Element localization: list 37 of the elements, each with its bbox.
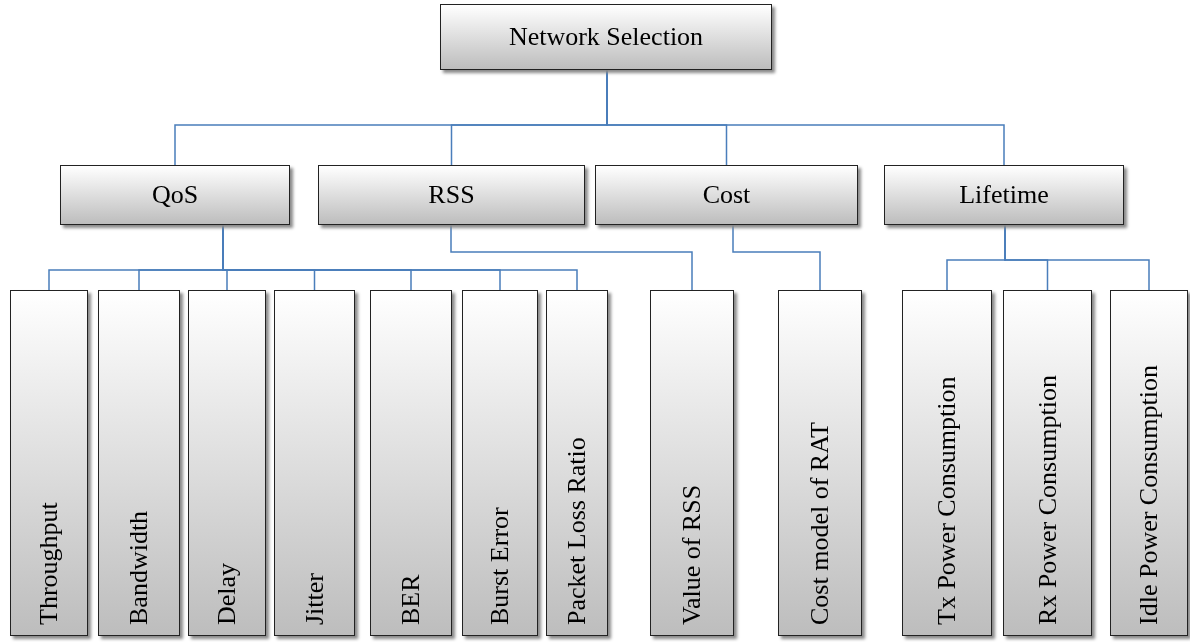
category-box — [884, 165, 1124, 225]
category-box — [595, 165, 858, 225]
category-box — [60, 165, 290, 225]
node-label: Idle Power Consumption — [1134, 365, 1164, 625]
node-label: Cost — [701, 180, 752, 210]
criterion-box — [546, 290, 608, 636]
node-label: Lifetime — [958, 180, 1050, 210]
node-label: Tx Power Consumption — [932, 376, 962, 625]
category-box — [440, 4, 772, 70]
node-label: Network Selection — [507, 22, 705, 52]
connector-line — [450, 224, 693, 291]
criterion-box — [1110, 290, 1188, 636]
category-box — [318, 165, 585, 225]
criterion-box — [98, 290, 180, 636]
node-label: Cost model of RAT — [805, 422, 835, 625]
node-label: Throughput — [34, 502, 64, 625]
criterion-box — [778, 290, 862, 636]
node-label: Rx Power Consumption — [1033, 375, 1062, 625]
node-label: Burst Error — [485, 507, 515, 625]
node-label: Delay — [212, 562, 242, 625]
node-label: Packet Loss Ratio — [562, 437, 592, 625]
connector-line — [732, 224, 821, 291]
criterion-box — [188, 290, 266, 636]
node-label: Bandwidth — [124, 510, 154, 625]
criterion-box — [274, 290, 355, 636]
criterion-box — [370, 290, 452, 636]
criterion-box — [650, 290, 734, 636]
node-label: BER — [396, 574, 426, 625]
node-label: Value of RSS — [677, 484, 707, 625]
connector-line — [1004, 224, 1150, 291]
criterion-box — [10, 290, 88, 636]
criterion-box — [1003, 290, 1092, 636]
node-label: RSS — [427, 180, 476, 210]
criterion-box — [902, 290, 992, 636]
node-label: QoS — [150, 180, 200, 210]
node-label: Jitter — [300, 573, 329, 625]
criterion-box — [462, 290, 538, 636]
